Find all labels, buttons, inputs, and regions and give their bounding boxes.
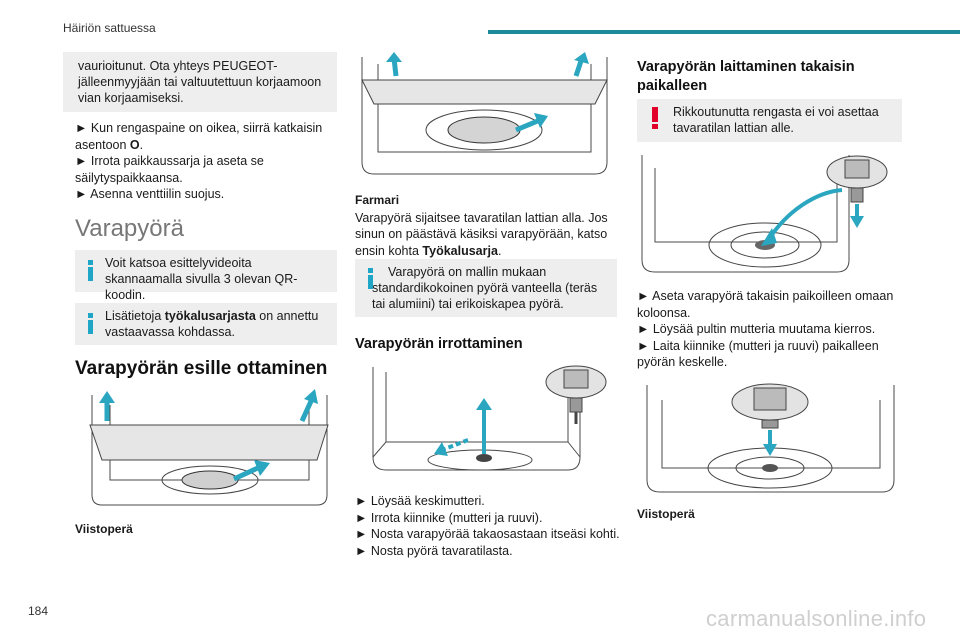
warning-box: Rikkoutunutta rengasta ei voi asettaa ta… [637, 99, 902, 142]
info-box-video-text: Voit katsoa esittelyvideoita skannaamall… [105, 256, 298, 302]
illustration-spare-removal [372, 365, 607, 471]
estate-description: Farmari Varapyörä sijaitsee tavaratilan … [355, 192, 617, 259]
info-box-spare-type-text: Varapyörä on mallin mukaan standardikoko… [372, 265, 598, 311]
illustration-estate-lift [361, 52, 608, 175]
step-item: ► Irrota paikkaussarja ja aseta se säily… [75, 154, 264, 185]
step-item: ► Kun rengaspaine on oikea, siirrä katka… [75, 121, 323, 152]
page-number: 184 [28, 604, 49, 618]
step-item: ► Irrota kiinnike (mutteri ja ruuvi). [355, 510, 543, 525]
removal-title: Varapyörän irrottaminen [355, 336, 523, 352]
estate-caption: Farmari [355, 193, 400, 207]
refit-title: Varapyörän laittaminen takaisin paikalle… [637, 59, 855, 94]
step-item: ► Nosta pyörä tavaratilasta. [355, 543, 513, 558]
watermark: carmanualsonline.info [706, 606, 927, 631]
info-box-video: Voit katsoa esittelyvideoita skannaamall… [75, 250, 337, 302]
info-icon [88, 260, 93, 281]
step-item: ► Aseta varapyörä takaisin paikoilleen o… [637, 289, 894, 320]
step-item: ► Asenna venttiilin suojus. [75, 187, 225, 201]
illustration-spare-refit [641, 155, 888, 273]
warning-icon [652, 107, 658, 129]
illustration-caption: Viistoperä [75, 522, 133, 536]
removal-steps: ► Löysää keskimutteri. ► Irrota kiinnike… [355, 493, 620, 559]
info-box-spare-type: Varapyörä on mallin mukaan standardikoko… [355, 259, 617, 317]
info-icon [368, 268, 373, 289]
section-title: Varapyörä [75, 215, 184, 242]
illustration-hatchback-lift [89, 389, 329, 506]
refit-steps: ► Aseta varapyörä takaisin paikoilleen o… [637, 288, 902, 371]
subsection-title: Varapyörän esille ottaminen [75, 358, 328, 379]
note-box-top: vaurioitunut. Ota yhteys PEUGEOT-jälleen… [63, 52, 337, 112]
step-item: ► Nosta varapyörää takaosastaan itseäsi … [355, 527, 620, 541]
steps-list-1: ► Kun rengaspaine on oikea, siirrä katka… [75, 120, 337, 203]
step-item: ► Laita kiinnike (mutteri ja ruuvi) paik… [637, 338, 879, 370]
header-accent-bar [488, 30, 960, 34]
running-header: Häiriön sattuessa [63, 21, 156, 35]
note-box-top-text: vaurioitunut. Ota yhteys PEUGEOT-jälleen… [78, 59, 322, 105]
step-item: ► Löysää pultin mutteria muutama kierros… [637, 322, 876, 336]
info-icon [88, 313, 93, 334]
refit-caption: Viistoperä [637, 507, 695, 521]
warning-box-text: Rikkoutunutta rengasta ei voi asettaa ta… [673, 105, 879, 135]
info-box-toolkit: Lisätietoja työkalusarjasta on annettu v… [75, 303, 337, 345]
illustration-bracket-fit [646, 383, 895, 493]
step-item: ► Löysää keskimutteri. [355, 494, 485, 508]
